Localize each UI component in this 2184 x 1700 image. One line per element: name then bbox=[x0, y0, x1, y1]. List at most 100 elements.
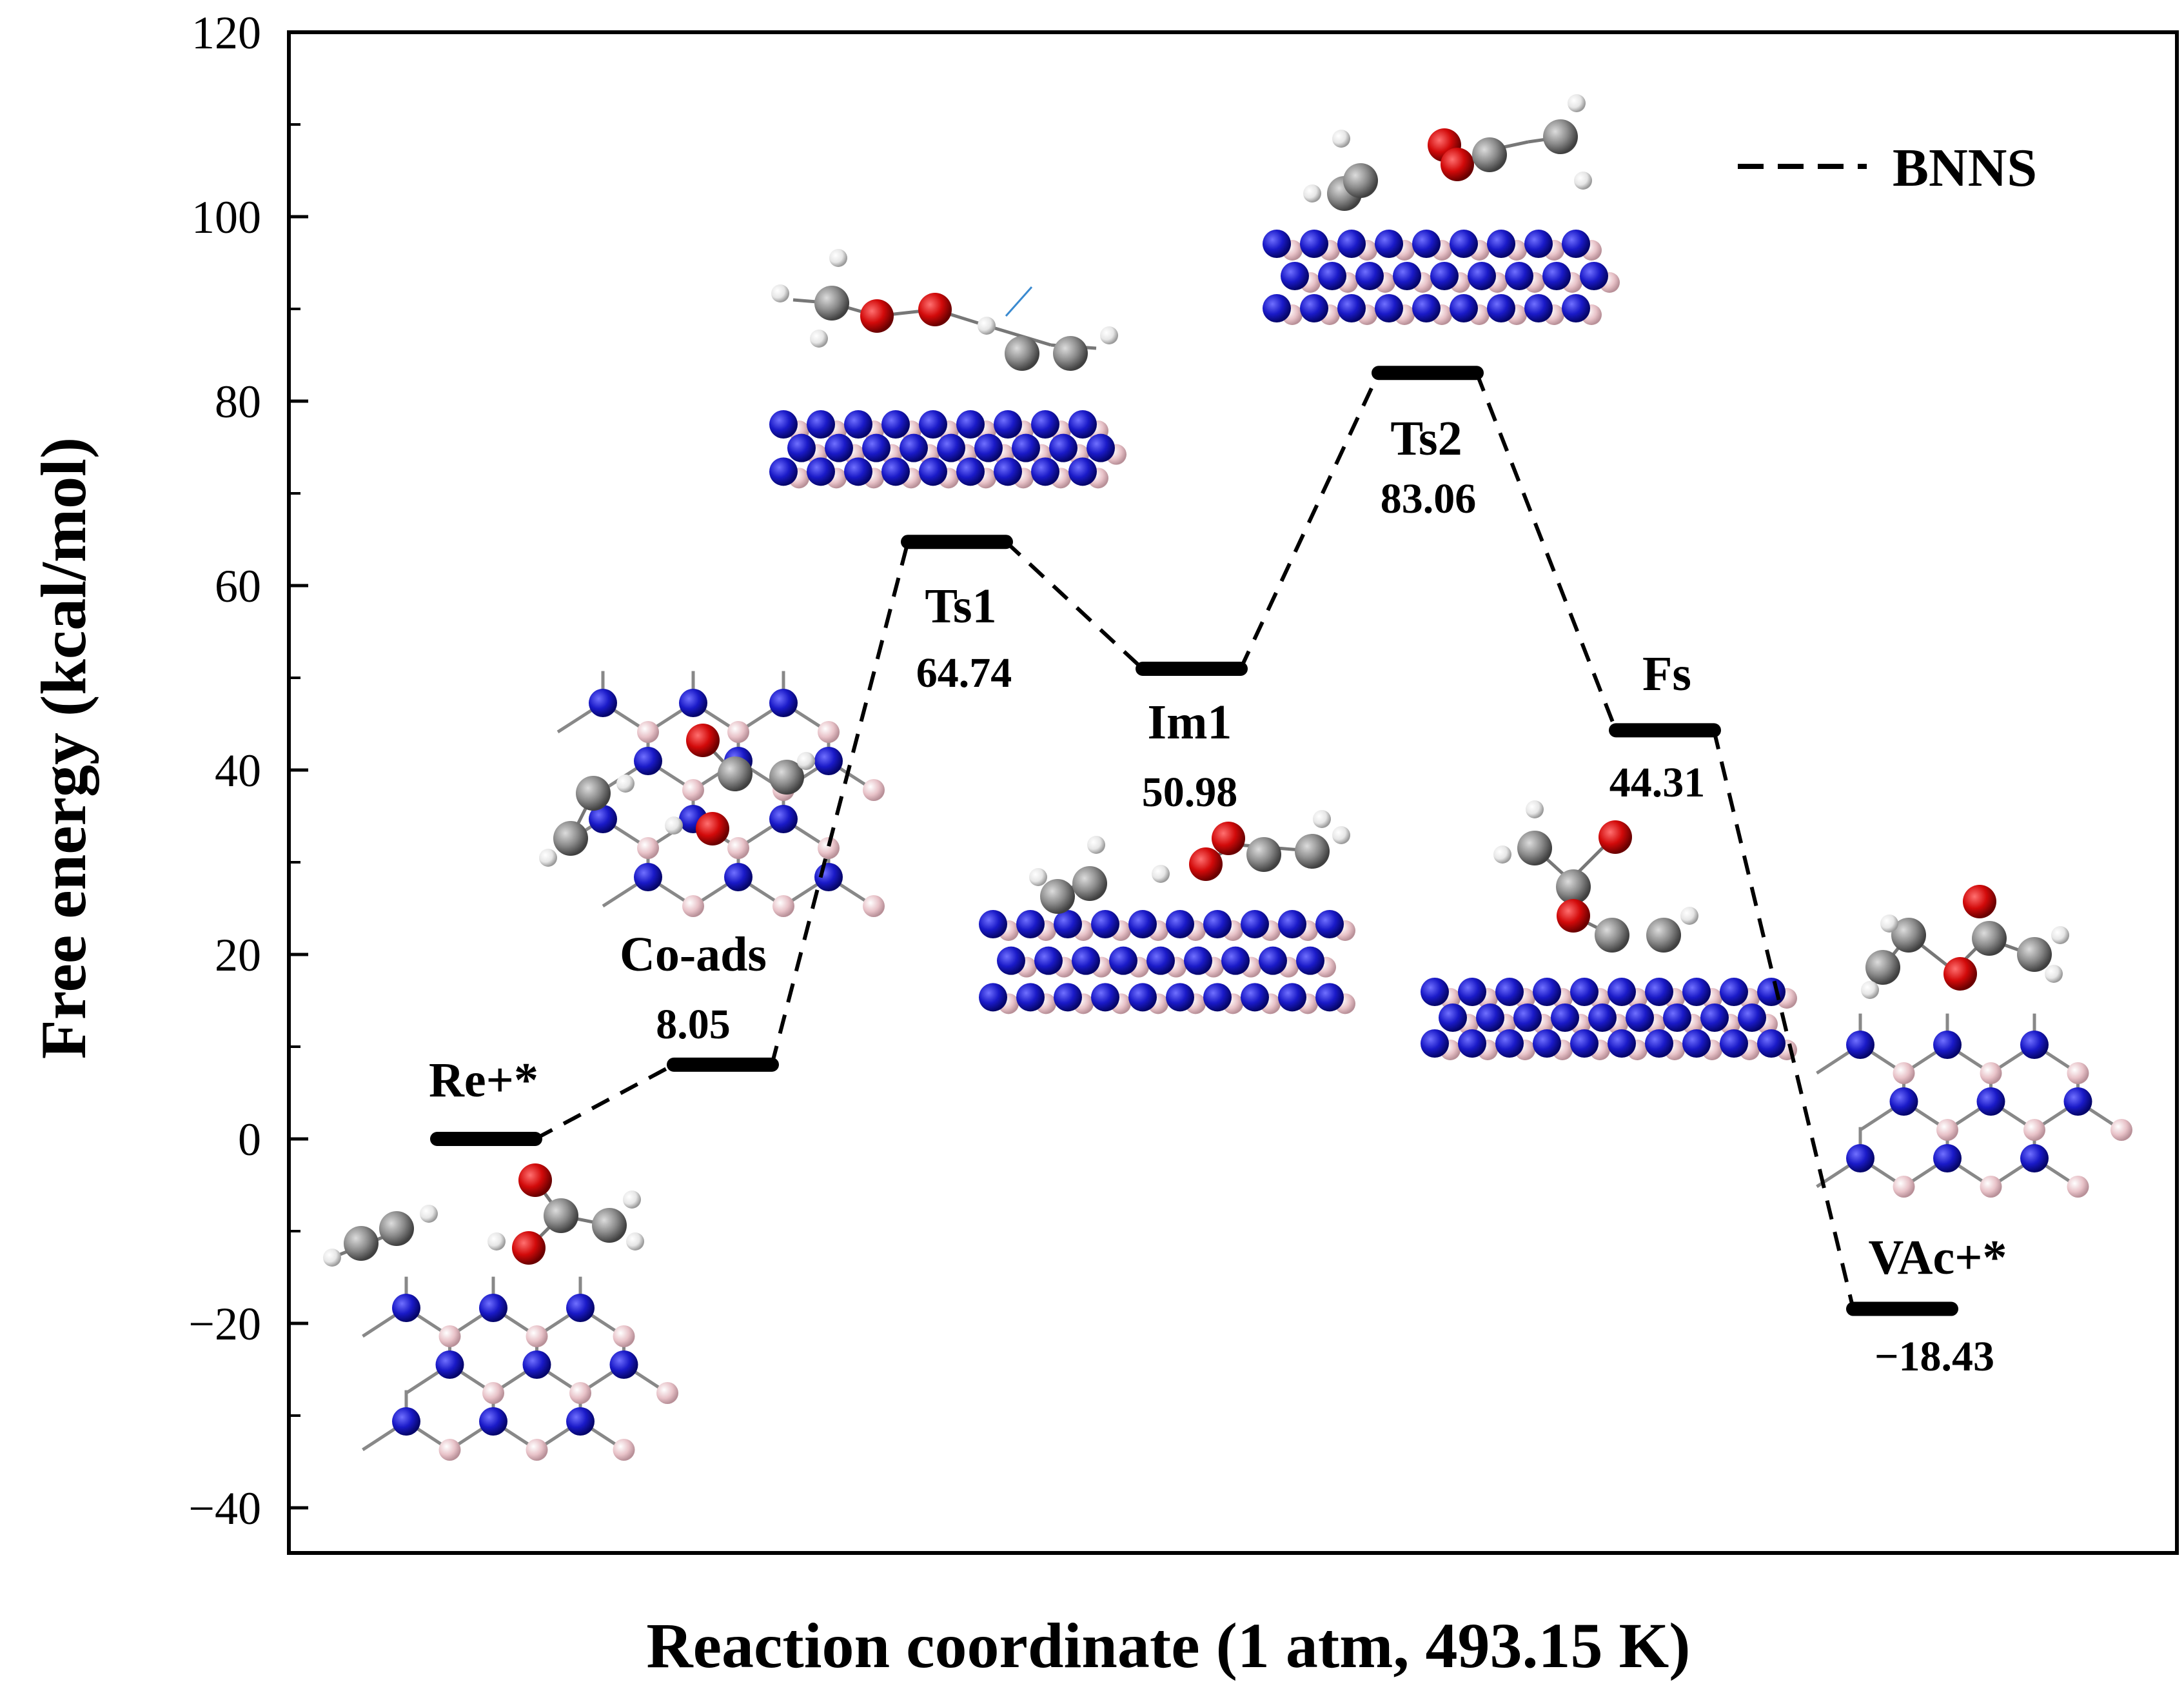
atom-N bbox=[1608, 978, 1636, 1006]
atom-N bbox=[1412, 294, 1441, 322]
atom-C bbox=[1040, 879, 1075, 914]
atom-H bbox=[797, 752, 815, 770]
atom-H bbox=[771, 284, 789, 302]
state-label: Im1 bbox=[1148, 695, 1232, 749]
atom-B bbox=[863, 895, 885, 917]
structure-insets bbox=[323, 94, 2132, 1461]
atom-B bbox=[818, 837, 840, 859]
atom-N bbox=[1430, 262, 1459, 290]
atom-N bbox=[1278, 983, 1306, 1012]
atom-N bbox=[1300, 230, 1328, 258]
atom-H bbox=[623, 1191, 641, 1209]
atom-O bbox=[686, 724, 720, 757]
atom-N bbox=[1682, 978, 1711, 1006]
atom-N bbox=[1645, 1029, 1673, 1058]
atom-C bbox=[1246, 837, 1281, 872]
atom-N bbox=[997, 946, 1025, 975]
atom-H bbox=[1526, 800, 1544, 818]
state-label: Ts2 bbox=[1390, 411, 1462, 466]
atom-O bbox=[512, 1231, 546, 1265]
atom-N bbox=[1933, 1031, 1962, 1059]
atom-B bbox=[2067, 1176, 2089, 1198]
y-axis-title: Free energy (kcal/mol) bbox=[28, 437, 99, 1059]
atom-C bbox=[1343, 163, 1378, 198]
atom-N bbox=[1976, 1087, 2005, 1116]
atom-C bbox=[344, 1226, 379, 1261]
connector-line bbox=[1475, 372, 1618, 731]
atom-N bbox=[1263, 294, 1291, 322]
atom-O bbox=[1963, 885, 1996, 918]
atom-N bbox=[1524, 294, 1553, 322]
atom-N bbox=[1146, 946, 1175, 975]
atom-B bbox=[727, 721, 749, 743]
atom-N bbox=[1700, 1003, 1729, 1032]
atom-N bbox=[1091, 983, 1119, 1012]
atom-N bbox=[1846, 1031, 1874, 1059]
atom-O bbox=[918, 293, 952, 326]
atom-B bbox=[1936, 1119, 1958, 1141]
atom-N bbox=[919, 410, 947, 439]
atom-N bbox=[807, 410, 835, 439]
atom-N bbox=[1166, 983, 1194, 1012]
inset-ts1-structure bbox=[769, 249, 1126, 489]
atom-N bbox=[724, 863, 753, 891]
atom-N bbox=[1203, 910, 1232, 938]
atom-N bbox=[566, 1294, 595, 1322]
atom-B bbox=[772, 895, 794, 917]
atom-N bbox=[807, 457, 835, 486]
y-tick-label: 40 bbox=[215, 745, 261, 796]
atom-N bbox=[1068, 457, 1097, 486]
atom-N bbox=[1241, 910, 1269, 938]
atom-N bbox=[1757, 1029, 1786, 1058]
atom-N bbox=[1626, 1003, 1654, 1032]
atom-H bbox=[1574, 172, 1592, 190]
atom-N bbox=[1166, 910, 1194, 938]
atom-O bbox=[1189, 847, 1223, 881]
state-label: Fs bbox=[1642, 647, 1691, 701]
atom-N bbox=[994, 457, 1022, 486]
atom-N bbox=[1221, 946, 1250, 975]
atom-N bbox=[1281, 262, 1309, 290]
atom-N bbox=[844, 410, 872, 439]
atom-N bbox=[1495, 1029, 1524, 1058]
atom-O bbox=[518, 1163, 552, 1197]
atom-N bbox=[1337, 294, 1366, 322]
atom-N bbox=[956, 457, 985, 486]
atom-C bbox=[1595, 918, 1629, 953]
atom-O bbox=[696, 812, 729, 845]
atom-N bbox=[1300, 294, 1328, 322]
connector-line bbox=[1712, 729, 1855, 1310]
atom-N bbox=[1757, 978, 1786, 1006]
atom-N bbox=[974, 433, 1003, 462]
atom-N bbox=[634, 863, 662, 891]
atom-H bbox=[1332, 130, 1350, 148]
atom-N bbox=[1562, 294, 1590, 322]
connector-line bbox=[1239, 371, 1381, 670]
atom-N bbox=[2020, 1144, 2049, 1172]
atom-C bbox=[814, 286, 849, 321]
atom-H bbox=[1152, 865, 1170, 883]
atom-N bbox=[1128, 983, 1157, 1012]
atom-N bbox=[435, 1350, 464, 1379]
atom-B bbox=[637, 837, 659, 859]
connector-lines bbox=[534, 371, 1855, 1310]
atom-N bbox=[1031, 457, 1059, 486]
atom-N bbox=[1663, 1003, 1691, 1032]
atom-H bbox=[1087, 836, 1105, 854]
atom-B bbox=[613, 1325, 635, 1347]
atom-N bbox=[1846, 1144, 1874, 1172]
atom-N bbox=[1068, 410, 1097, 439]
atom-N bbox=[1034, 946, 1063, 975]
atom-B bbox=[438, 1439, 461, 1461]
atom-H bbox=[665, 816, 683, 835]
atom-N bbox=[1318, 262, 1346, 290]
atom-N bbox=[881, 410, 910, 439]
atom-N bbox=[1458, 1029, 1486, 1058]
atom-B bbox=[526, 1325, 548, 1347]
atom-O bbox=[1441, 148, 1474, 181]
atom-H bbox=[1332, 826, 1350, 844]
atom-N bbox=[1016, 983, 1045, 1012]
state-value-label: 64.74 bbox=[916, 649, 1012, 697]
atom-B bbox=[438, 1325, 461, 1347]
